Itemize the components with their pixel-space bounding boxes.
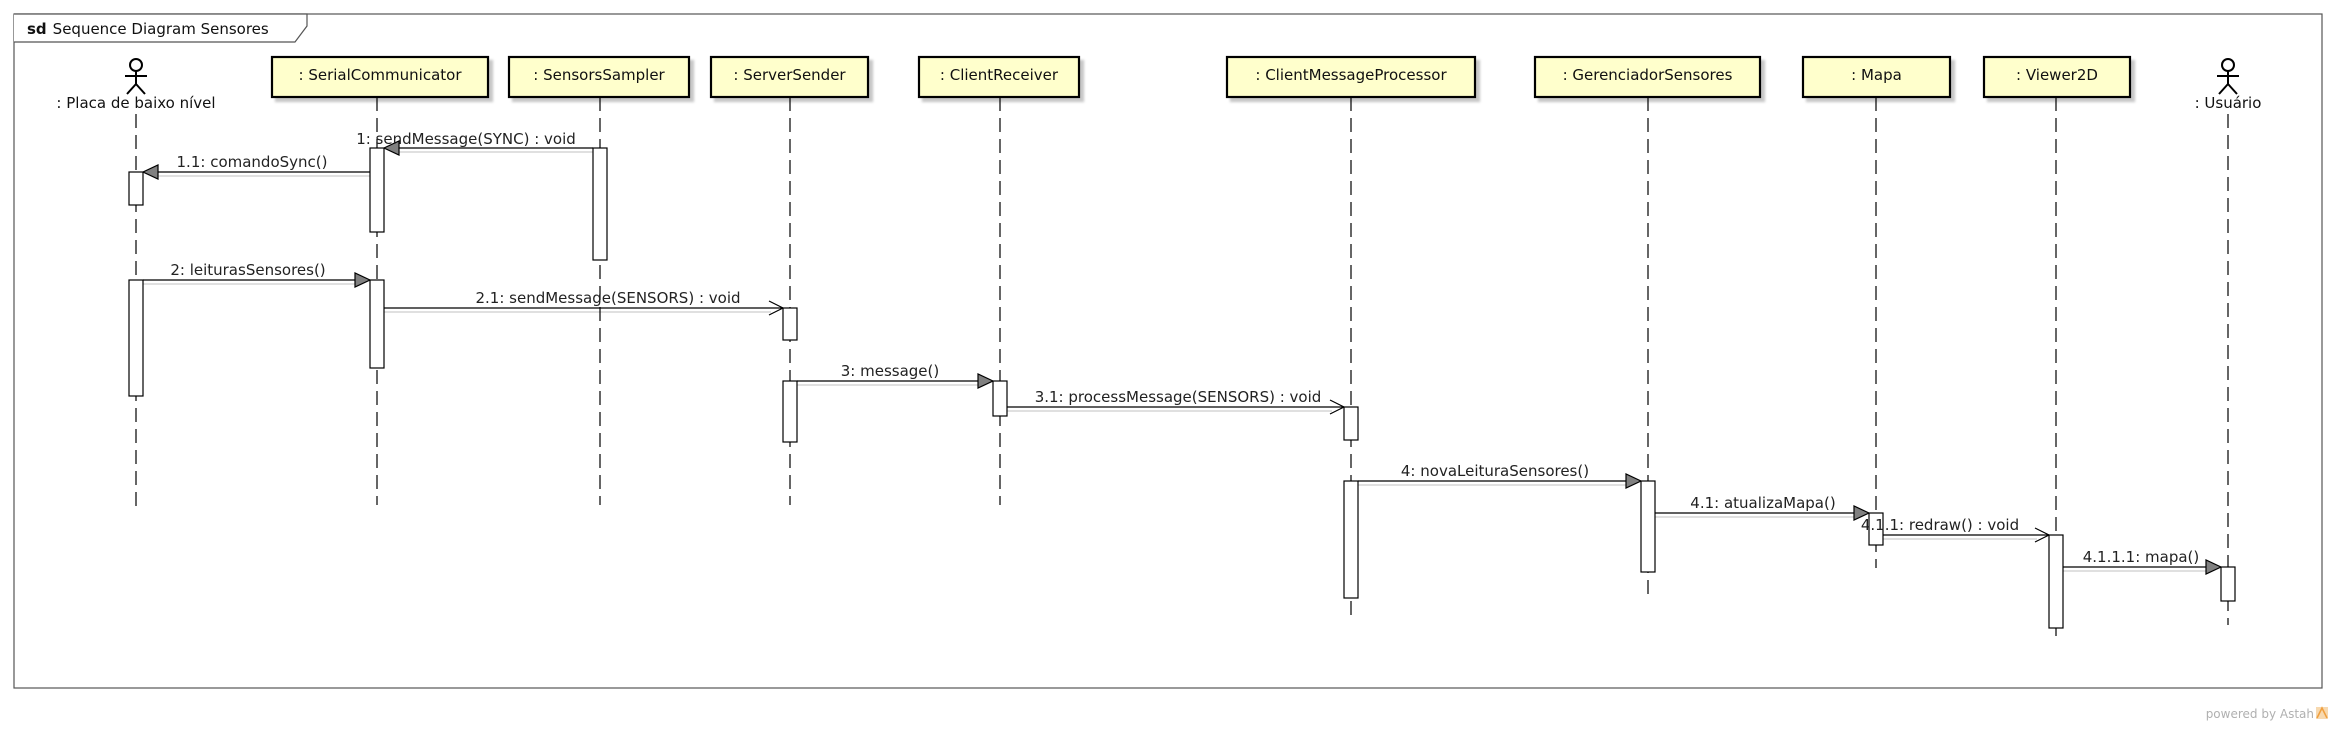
sync-arrowhead-icon — [2205, 559, 2223, 575]
lifeline-label: : Viewer2D — [2016, 66, 2098, 84]
actor-icon — [2217, 58, 2239, 95]
message-label: 4.1.1.1: mapa() — [2083, 548, 2200, 566]
lifelines-layer: : Placa de baixo nível : SerialCommunicat… — [56, 55, 2262, 640]
activation-bar — [2048, 534, 2064, 629]
message-label: 3: message() — [841, 362, 939, 380]
lifeline-ger: : GerenciadorSensores — [1533, 55, 1762, 595]
astah-logo-icon — [2316, 706, 2328, 719]
sync-arrowhead-icon — [1625, 473, 1643, 489]
lifeline-head-box — [1225, 55, 1477, 99]
frame-tab — [14, 13, 308, 43]
lifeline-label: : GerenciadorSensores — [1563, 66, 1733, 84]
activation-bar — [128, 279, 144, 397]
lifeline-head-box — [270, 55, 490, 99]
open-arrowhead-icon — [768, 300, 785, 316]
actor-icon — [125, 58, 147, 95]
message-arrow: 4.1.1.1: mapa() — [2063, 548, 2223, 575]
lifeline-label: : ServerSender — [733, 66, 846, 84]
lifeline-mapa: : Mapa — [1801, 55, 1952, 568]
activation-bar — [128, 171, 144, 206]
lifeline-usuario: : Usuário — [2195, 58, 2262, 625]
messages-layer: 1: sendMessage(SYNC) : void 1.1: comandoS… — [141, 130, 2223, 575]
activation-bar — [992, 380, 1008, 417]
lifeline-head-box — [917, 55, 1081, 99]
lifeline-label: : ClientMessageProcessor — [1255, 66, 1447, 84]
message-arrow: 4.1.1: redraw() : void — [1861, 516, 2051, 543]
activation-bar — [592, 147, 608, 261]
sync-arrowhead-icon — [141, 164, 159, 180]
message-arrow: 3: message() — [797, 362, 995, 389]
message-label: 2: leiturasSensores() — [170, 261, 325, 279]
lifeline-label: : Placa de baixo nível — [56, 94, 215, 112]
activation-bar — [2220, 566, 2236, 602]
frame-name: Sequence Diagram Sensores — [53, 20, 269, 38]
lifeline-label: : SerialCommunicator — [299, 66, 463, 84]
message-arrow: 3.1: processMessage(SENSORS) : void — [1007, 388, 1346, 415]
sync-arrowhead-icon — [354, 272, 372, 288]
frame-title: sd Sequence Diagram Sensores — [27, 20, 269, 38]
message-label: 4.1.1: redraw() : void — [1861, 516, 2019, 534]
activation-bar — [1343, 406, 1359, 441]
lifeline-label: : SensorsSampler — [533, 66, 665, 84]
frame-keyword: sd — [27, 20, 47, 38]
activation-bar — [782, 380, 798, 443]
activation-bar — [1343, 480, 1359, 599]
message-label: 1: sendMessage(SYNC) : void — [356, 130, 576, 148]
activation-bar — [369, 147, 385, 233]
lifeline-label: : Usuário — [2195, 94, 2262, 112]
diagram-frame: sd Sequence Diagram Sensores — [13, 13, 2323, 689]
lifeline-cmp: : ClientMessageProcessor — [1225, 55, 1477, 620]
activations-layer — [128, 147, 2236, 629]
lifeline-sampler: : SensorsSampler — [507, 55, 691, 505]
lifeline-label: : ClientReceiver — [940, 66, 1059, 84]
sync-arrowhead-icon — [977, 373, 995, 389]
sync-arrowhead-icon — [382, 140, 400, 156]
activation-bar — [782, 307, 798, 341]
lifeline-server: : ServerSender — [709, 55, 870, 505]
sync-arrowhead-icon — [1853, 505, 1871, 521]
open-arrowhead-icon — [2034, 527, 2051, 543]
message-label: 3.1: processMessage(SENSORS) : void — [1035, 388, 1322, 406]
message-arrow: 2.1: sendMessage(SENSORS) : void — [384, 289, 785, 316]
message-label: 1.1: comandoSync() — [177, 153, 328, 171]
message-label: 4.1: atualizaMapa() — [1690, 494, 1835, 512]
astah-watermark: powered by Astah — [2206, 706, 2328, 721]
open-arrowhead-icon — [1329, 399, 1346, 415]
message-arrow: 1.1: comandoSync() — [141, 153, 370, 180]
watermark-text: powered by Astah — [2206, 707, 2314, 721]
message-arrow: 1: sendMessage(SYNC) : void — [356, 130, 593, 156]
activation-bar — [369, 279, 385, 369]
message-arrow: 4: novaLeituraSensores() — [1358, 462, 1643, 489]
lifeline-label: : Mapa — [1851, 66, 1902, 84]
message-label: 2.1: sendMessage(SENSORS) : void — [475, 289, 740, 307]
lifeline-head-box — [507, 55, 691, 99]
lifeline-head-box — [1982, 55, 2132, 99]
activation-bar — [1868, 512, 1884, 546]
message-label: 4: novaLeituraSensores() — [1401, 462, 1589, 480]
frame-border — [13, 13, 2323, 689]
activation-bar — [1640, 480, 1656, 573]
message-arrow: 4.1: atualizaMapa() — [1655, 494, 1871, 521]
lifeline-client: : ClientReceiver — [917, 55, 1081, 505]
message-arrow: 2: leiturasSensores() — [143, 261, 372, 288]
